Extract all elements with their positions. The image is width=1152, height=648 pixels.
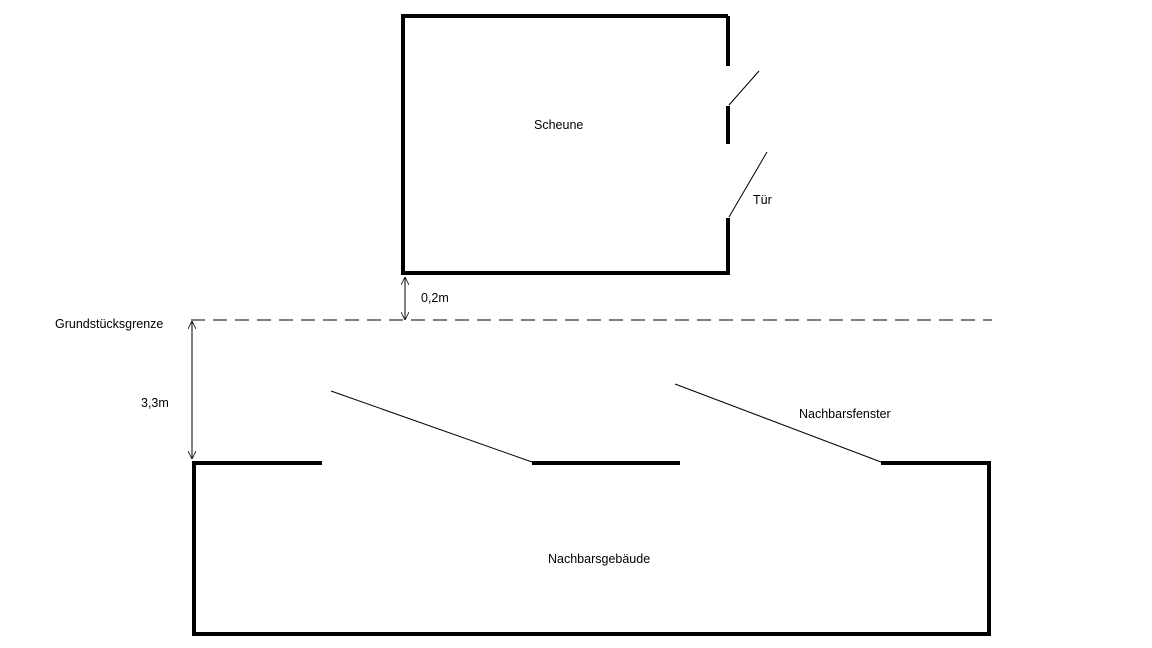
dimension-barn-to-boundary: 0,2m bbox=[405, 277, 449, 320]
barn-label: Scheune bbox=[534, 118, 583, 132]
dimension-label-0-2m: 0,2m bbox=[421, 291, 449, 305]
neighbor-windows-label: Nachbarsfenster bbox=[799, 407, 891, 421]
barn: Scheune Tür bbox=[401, 14, 772, 275]
dimension-label-3-3m: 3,3m bbox=[141, 396, 169, 410]
neighbor-window-swing-left bbox=[330, 390, 533, 463]
barn-wall-main bbox=[401, 14, 730, 275]
property-boundary: Grundstücksgrenze bbox=[55, 317, 992, 331]
neighbor-building: Nachbarsfenster Nachbarsgebäude bbox=[192, 383, 991, 636]
barn-window-swing bbox=[728, 70, 760, 106]
neighbor-wall-outline bbox=[192, 461, 991, 636]
barn-door-swing bbox=[728, 151, 768, 218]
door-label: Tür bbox=[753, 193, 772, 207]
dimension-boundary-to-neighbor: 3,3m bbox=[141, 321, 192, 459]
neighbor-building-label: Nachbarsgebäude bbox=[548, 552, 650, 566]
neighbor-window-swing-right bbox=[674, 383, 882, 463]
property-boundary-label: Grundstücksgrenze bbox=[55, 317, 163, 331]
